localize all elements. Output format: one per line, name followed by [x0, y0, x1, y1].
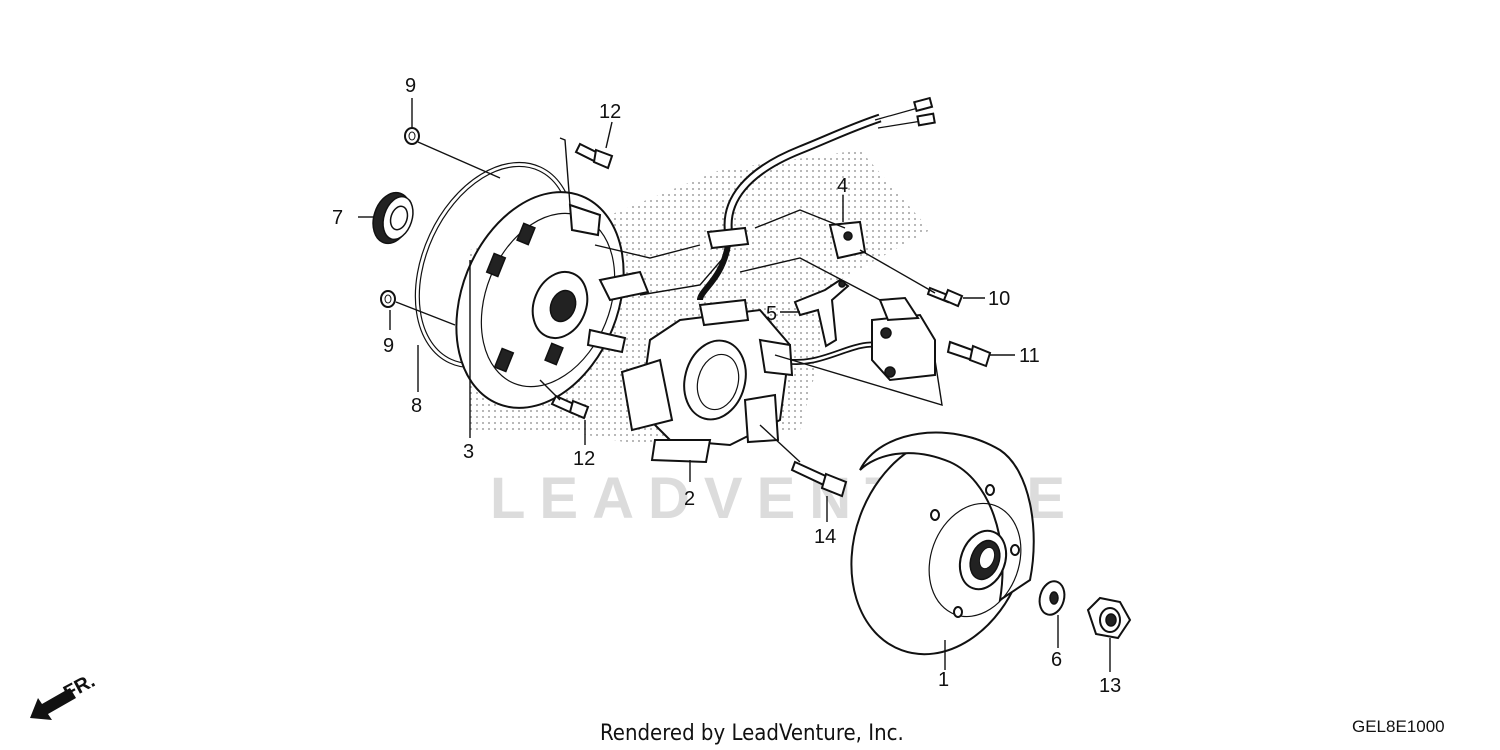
washer-part-top	[404, 127, 420, 145]
callout-11: 11	[1019, 345, 1040, 367]
callout-12-top: 12	[599, 101, 621, 123]
wire-clamp-part	[793, 278, 850, 348]
flywheel-part	[850, 431, 1035, 656]
callout-6: 6	[1051, 649, 1062, 671]
stator-cover-part	[455, 191, 650, 409]
callout-13: 13	[1099, 675, 1121, 697]
callout-5: 5	[766, 303, 777, 325]
callout-10: 10	[988, 288, 1010, 310]
bolt-part-10	[926, 286, 964, 308]
callout-4: 4	[837, 175, 848, 197]
bolt-part-bottom	[550, 394, 590, 420]
callout-1: 1	[938, 669, 949, 691]
bolt-part-top	[574, 142, 614, 170]
callout-7: 7	[332, 207, 343, 229]
callout-8: 8	[411, 395, 422, 417]
callout-9-bottom: 9	[383, 335, 394, 357]
diagram-code: GEL8E1000	[1352, 717, 1445, 736]
oil-seal-part	[372, 191, 414, 245]
clamp-bracket-part	[828, 220, 867, 260]
bolt-part-11	[946, 340, 992, 368]
bolt-part-14	[790, 460, 848, 498]
callout-2: 2	[684, 488, 695, 510]
front-direction-indicator: FR.	[30, 670, 99, 720]
wire-harness	[697, 96, 936, 365]
footer-credit: Rendered by LeadVenture, Inc.	[600, 721, 904, 746]
flywheel-nut-part	[1086, 596, 1132, 640]
callout-14: 14	[814, 526, 836, 548]
leader-lines	[358, 98, 1111, 672]
washer-part-bottom	[380, 290, 396, 308]
callout-12-bottom: 12	[573, 448, 595, 470]
front-arrow-icon	[30, 688, 76, 720]
flywheel-washer-part	[1038, 580, 1066, 616]
callout-3: 3	[463, 441, 474, 463]
pulse-generator-part	[871, 296, 936, 382]
callout-9-top: 9	[405, 75, 416, 97]
stator-part	[620, 298, 794, 464]
